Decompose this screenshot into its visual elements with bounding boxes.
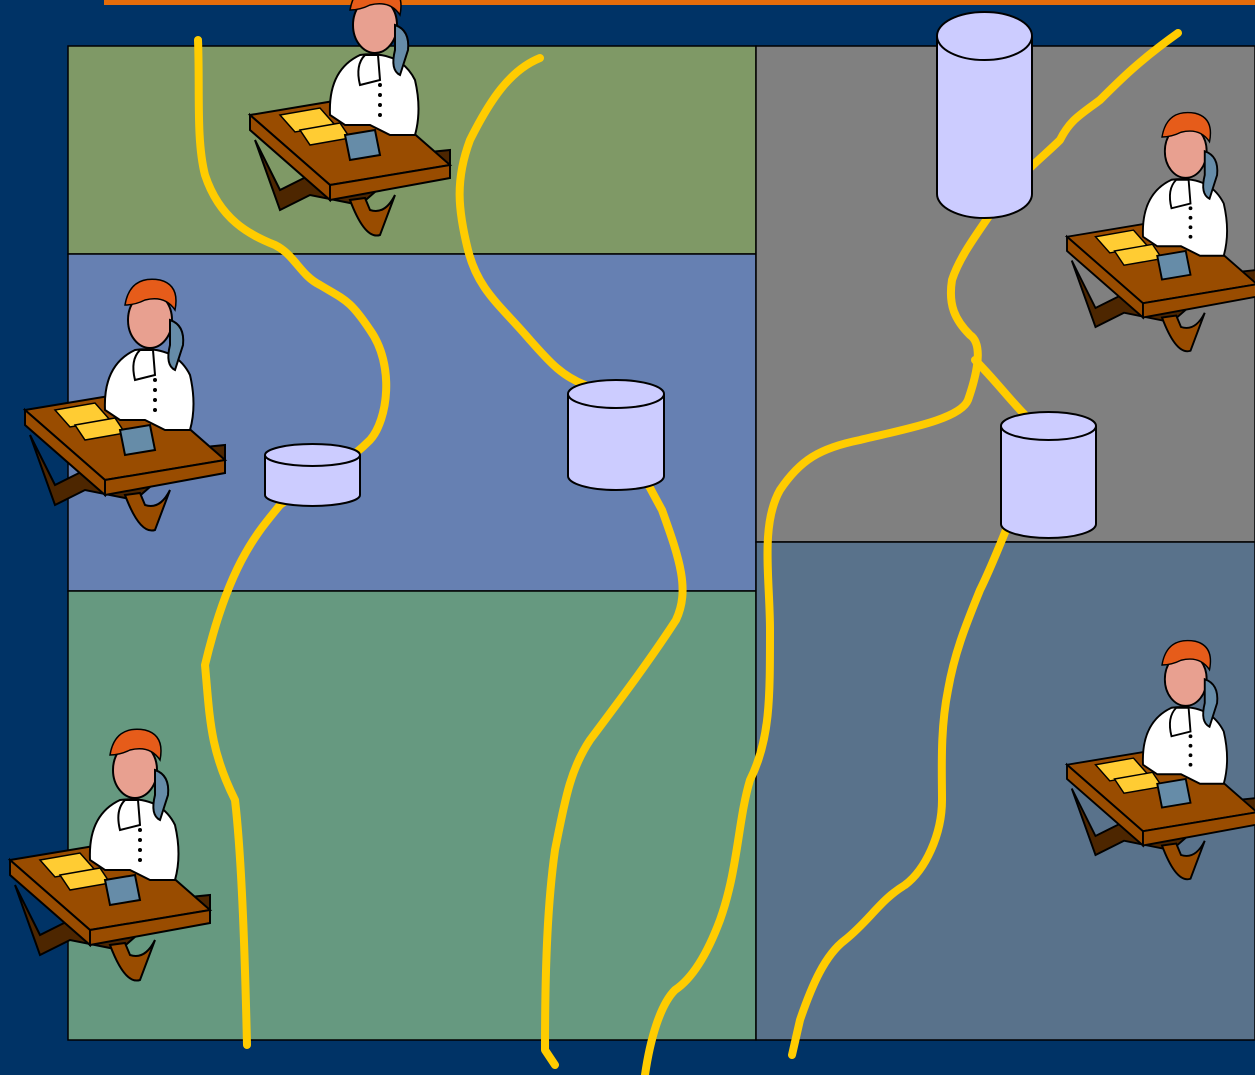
top-accent-bar bbox=[104, 0, 1255, 5]
cable-2 bbox=[455, 54, 687, 1069]
database-cylinder-icon bbox=[567, 379, 665, 491]
database-cylinder-icon bbox=[1000, 411, 1097, 539]
cable-3 bbox=[641, 29, 1182, 1075]
cables bbox=[194, 29, 1182, 1075]
cable-1 bbox=[194, 36, 391, 1049]
zones bbox=[67, 45, 1255, 1041]
databases bbox=[264, 11, 1097, 539]
cable-5 bbox=[788, 516, 1014, 1059]
database-cylinder-icon bbox=[936, 11, 1033, 219]
cable-4 bbox=[971, 356, 1029, 419]
database-cylinder-icon bbox=[264, 443, 361, 507]
